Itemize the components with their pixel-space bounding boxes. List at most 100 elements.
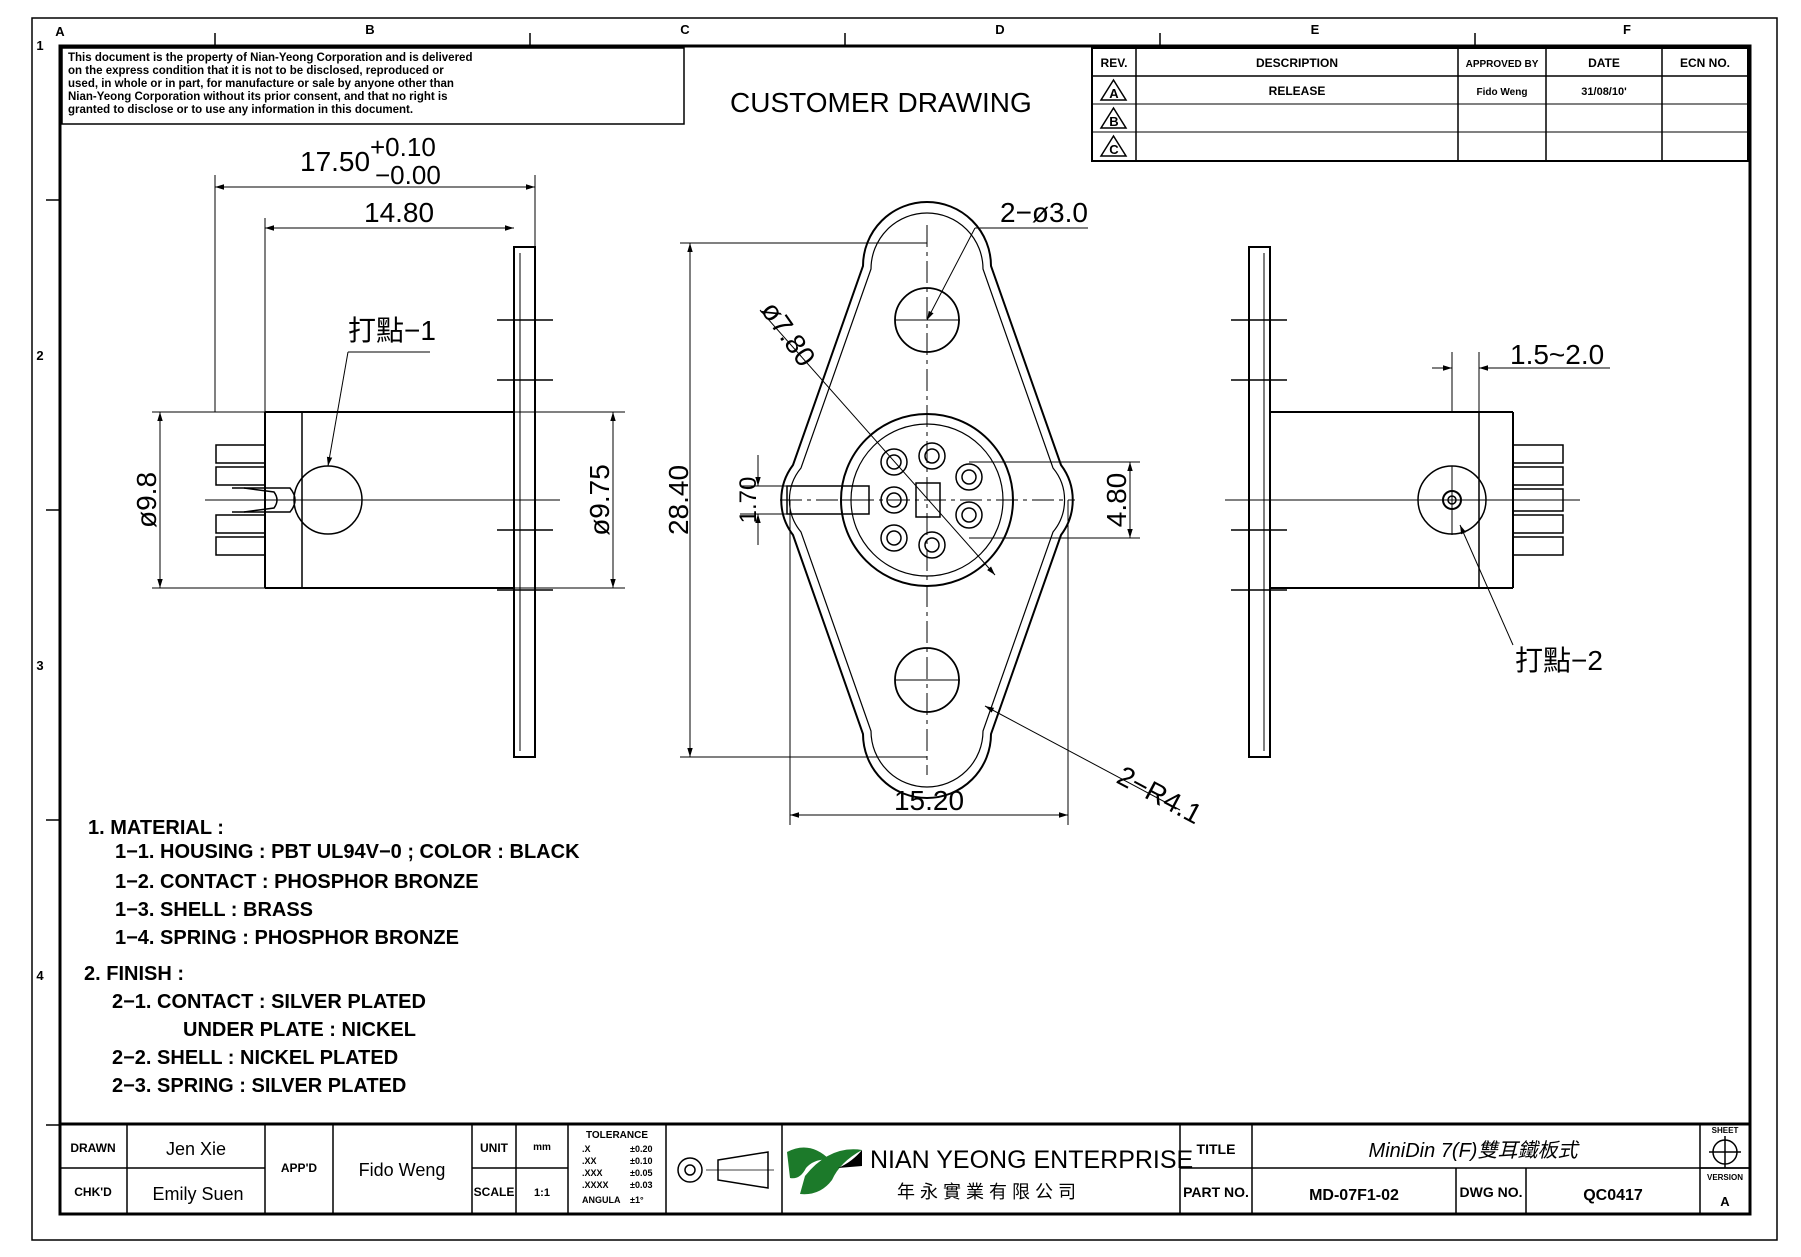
zone-col-f: F bbox=[1623, 22, 1631, 37]
dim-overall-length: 17.50 bbox=[300, 146, 370, 177]
side-view-right bbox=[1225, 246, 1610, 758]
company-logo-icon bbox=[787, 1147, 862, 1195]
dim-tol-minus: −0.00 bbox=[375, 160, 441, 190]
rev-header: REV. bbox=[1101, 56, 1128, 70]
notice-line: on the express condition that it is not … bbox=[68, 65, 444, 77]
chkd-label: CHK'D bbox=[74, 1185, 112, 1199]
note-line: 1−3. SHELL : BRASS bbox=[115, 899, 313, 921]
rev-a-description: RELEASE bbox=[1269, 84, 1326, 98]
notice-line: Nian-Yeong Corporation without its prior… bbox=[68, 91, 448, 103]
revision-table: REV. DESCRIPTION APPROVED BY DATE ECN NO… bbox=[1091, 47, 1749, 162]
mark-2-label: 打點−2 bbox=[1515, 645, 1603, 676]
ecn-header: ECN NO. bbox=[1680, 56, 1730, 70]
note-heading-material: 1. MATERIAL : bbox=[88, 817, 224, 839]
drawing-number: QC0417 bbox=[1583, 1187, 1643, 1204]
note-line: 1−1. HOUSING : PBT UL94V−0 ; COLOR : BLA… bbox=[115, 841, 580, 863]
part-number: MD-07F1-02 bbox=[1309, 1187, 1399, 1204]
version-label: VERSION bbox=[1707, 1173, 1743, 1182]
svg-text:±0.05: ±0.05 bbox=[630, 1168, 652, 1178]
dim-mount-holes: 2−ø3.0 bbox=[1000, 197, 1088, 228]
dim-panel-range: 1.5~2.0 bbox=[1510, 339, 1604, 370]
side-view-left-labels: 17.50 +0.10 −0.00 14.80 打點−1 ø9.8 ø9.75 bbox=[131, 132, 615, 536]
rev-a-date: 31/08/10' bbox=[1581, 86, 1627, 98]
note-line: 2−3. SPRING : SILVER PLATED bbox=[112, 1075, 406, 1097]
note-heading-finish: 2. FINISH : bbox=[84, 963, 184, 985]
svg-text:.XX: .XX bbox=[582, 1156, 597, 1166]
zone-row-1: 1 bbox=[36, 38, 43, 53]
rev-triangle-b: B bbox=[1099, 106, 1128, 129]
dim-key-width: 1.70 bbox=[735, 477, 762, 524]
part-no-label: PART NO. bbox=[1183, 1184, 1249, 1200]
dwg-no-label: DWG NO. bbox=[1460, 1184, 1523, 1200]
confidentiality-notice: This document is the property of Nian-Ye… bbox=[61, 47, 685, 125]
svg-text:B: B bbox=[1109, 114, 1118, 129]
title-block: DRAWN CHK'D APP'D UNIT SCALE mm 1:1 TITL… bbox=[58, 1122, 1752, 1216]
dim-tol-plus: +0.10 bbox=[370, 132, 436, 162]
svg-text:ANGULA: ANGULA bbox=[582, 1195, 621, 1205]
zone-col-a: A bbox=[55, 24, 65, 39]
company-name-zh: 年 永 實 業 有 限 公 司 bbox=[897, 1182, 1076, 1202]
svg-text:±0.10: ±0.10 bbox=[630, 1156, 652, 1166]
dim-radius: 2−R4.1 bbox=[1112, 760, 1207, 830]
company-name-en: NIAN YEONG ENTERPRISE bbox=[870, 1146, 1193, 1174]
tolerance-label: TOLERANCE bbox=[586, 1130, 648, 1141]
dim-inner-dia: ø7.80 bbox=[755, 296, 821, 372]
svg-text:.X: .X bbox=[582, 1144, 591, 1154]
front-view bbox=[680, 201, 1181, 825]
dim-body-length: 14.80 bbox=[364, 197, 434, 228]
rev-a-approver: Fido Weng bbox=[1477, 87, 1528, 98]
svg-text:A: A bbox=[1109, 86, 1119, 101]
svg-text:±0.03: ±0.03 bbox=[630, 1180, 652, 1190]
zone-col-e: E bbox=[1311, 22, 1320, 37]
note-line: 2−2. SHELL : NICKEL PLATED bbox=[112, 1047, 398, 1069]
rev-triangle-a: A bbox=[1099, 78, 1128, 101]
drawn-label: DRAWN bbox=[70, 1141, 115, 1155]
projection-symbol-icon bbox=[677, 1151, 774, 1189]
drawn-by: Jen Xie bbox=[166, 1139, 226, 1159]
front-view-labels: 2−ø3.0 ø7.80 28.40 1.70 4.80 15.20 2−R4.… bbox=[663, 197, 1207, 830]
notice-line: granted to disclose or to use any inform… bbox=[68, 104, 413, 116]
zone-col-d: D bbox=[995, 22, 1004, 37]
side-view-right-labels: 1.5~2.0 打點−2 bbox=[1510, 339, 1604, 676]
zone-row-4: 4 bbox=[36, 968, 44, 983]
unit-label: UNIT bbox=[480, 1141, 509, 1155]
zone-row-2: 2 bbox=[36, 348, 43, 363]
scale-label: SCALE bbox=[474, 1185, 515, 1199]
tolerance-table: TOLERANCE .X ±0.20 .XX ±0.10 .XXX ±0.05 … bbox=[582, 1130, 652, 1205]
checked-by: Emily Suen bbox=[152, 1184, 243, 1204]
description-header: DESCRIPTION bbox=[1256, 56, 1338, 70]
svg-text:±0.20: ±0.20 bbox=[630, 1144, 652, 1154]
mark-1-label: 打點−1 bbox=[348, 315, 436, 346]
date-header: DATE bbox=[1588, 56, 1620, 70]
notes: 1. MATERIAL : 1−1. HOUSING : PBT UL94V−0… bbox=[84, 817, 580, 1097]
dim-left-dia: ø9.8 bbox=[131, 472, 162, 528]
drawing-title: MiniDin 7(F)雙耳鐵板式 bbox=[1369, 1140, 1581, 1162]
side-view-left bbox=[152, 175, 625, 758]
svg-text:.XXXX: .XXXX bbox=[582, 1180, 609, 1190]
version-value: A bbox=[1720, 1194, 1730, 1209]
note-line: 1−2. CONTACT : PHOSPHOR BRONZE bbox=[115, 871, 479, 893]
rev-triangle-c: C bbox=[1099, 134, 1128, 157]
note-line: 2−1. CONTACT : SILVER PLATED bbox=[112, 991, 426, 1013]
zone-col-c: C bbox=[680, 22, 690, 37]
zone-letters: A B C D E F bbox=[55, 22, 1631, 39]
note-line: UNDER PLATE : NICKEL bbox=[183, 1019, 416, 1041]
notice-line: This document is the property of Nian-Ye… bbox=[68, 52, 472, 64]
zone-row-3: 3 bbox=[36, 658, 43, 673]
scale-value: 1:1 bbox=[534, 1187, 550, 1199]
sheet-label: SHEET bbox=[1712, 1126, 1739, 1135]
zone-col-b: B bbox=[365, 22, 374, 37]
notice-line: used, in whole or in part, for manufactu… bbox=[68, 78, 454, 90]
dim-pin-span: 4.80 bbox=[1101, 473, 1132, 528]
svg-text:C: C bbox=[1109, 142, 1119, 157]
approved-by-header: APPROVED BY bbox=[1466, 59, 1539, 70]
appd-label: APP'D bbox=[281, 1161, 318, 1175]
zone-numbers: 1 2 3 4 bbox=[36, 38, 44, 983]
approved-by: Fido Weng bbox=[359, 1160, 446, 1180]
dim-width: 15.20 bbox=[894, 785, 964, 816]
sheet-crosshair-icon bbox=[1709, 1136, 1741, 1168]
title-label: TITLE bbox=[1197, 1141, 1236, 1157]
note-line: 1−4. SPRING : PHOSPHOR BRONZE bbox=[115, 927, 459, 949]
unit-value: mm bbox=[533, 1142, 551, 1153]
